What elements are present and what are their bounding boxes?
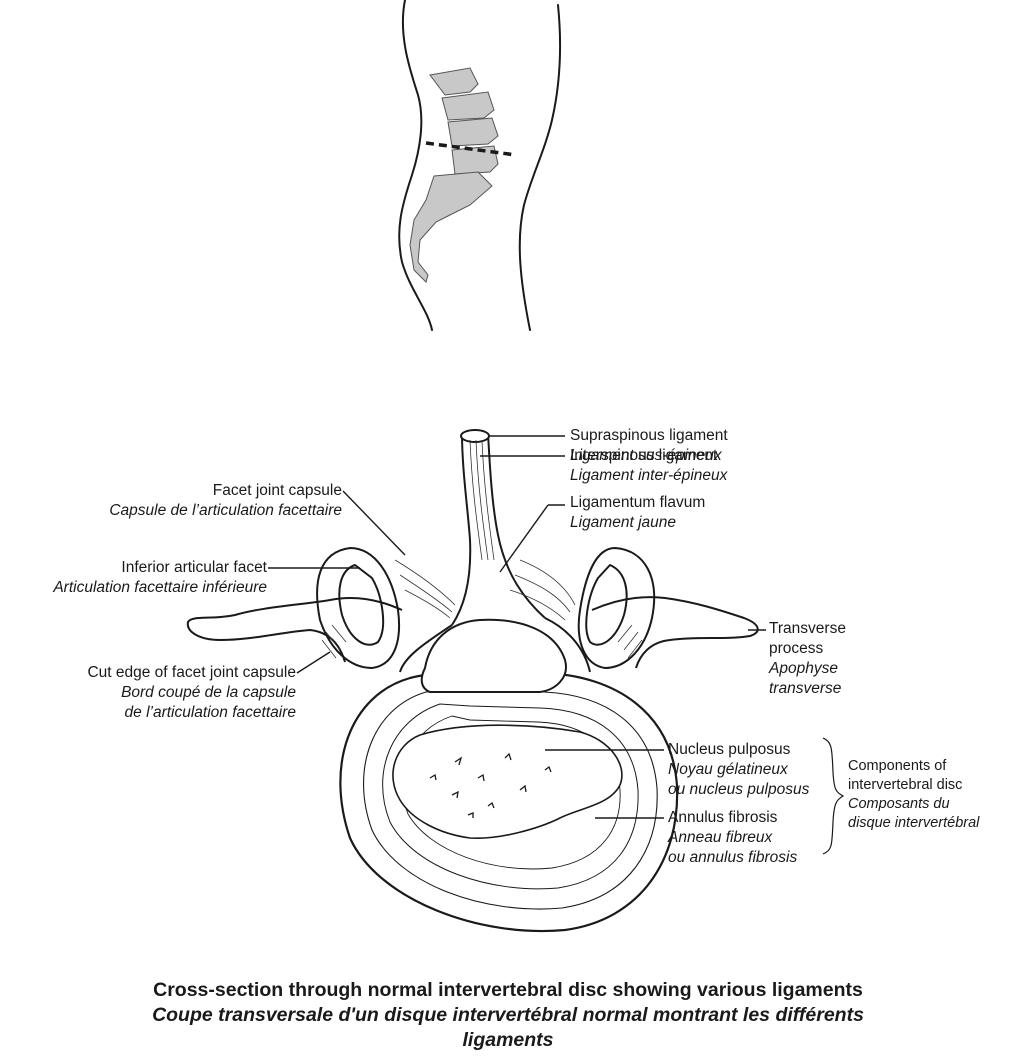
- label-inferior-articular-facet: Inferior articular facet Articulation fa…: [53, 558, 267, 598]
- label-cut-edge-facet-capsule: Cut edge of facet joint capsule Bord cou…: [87, 663, 296, 723]
- lumbar-spine-silhouette: [410, 68, 498, 282]
- transverse-en2: process: [769, 639, 846, 659]
- transverse-fr1: Apophyse: [769, 659, 846, 679]
- cut-edge-fr2: de l’articulation facettaire: [87, 703, 296, 723]
- label-nucleus-pulposus: Nucleus pulposus Noyau gélatineux ou nuc…: [668, 740, 809, 800]
- intervertebral-disc: [340, 673, 677, 931]
- right-articular-process: [579, 548, 654, 668]
- label-ligamentum-flavum: Ligamentum flavum Ligament jaune: [570, 493, 705, 533]
- annulus-fr1: Anneau fibreux: [668, 828, 797, 848]
- components-fr1: Composants du: [848, 795, 979, 814]
- label-annulus-fibrosis: Annulus fibrosis Anneau fibreux ou annul…: [668, 808, 797, 868]
- flavum-fr: Ligament jaune: [570, 513, 705, 533]
- caption-french-line1: Coupe transversale d'un disque intervert…: [0, 1003, 1016, 1028]
- component-braces: [823, 738, 843, 854]
- transverse-fr2: transverse: [769, 679, 846, 699]
- supraspinous-en: Supraspinous ligament: [570, 426, 728, 446]
- label-disc-components: Components of intervertebral disc Compos…: [848, 757, 979, 833]
- label-transverse-process: Transverse process Apophyse transverse: [769, 619, 846, 699]
- cut-edge-fr1: Bord coupé de la capsule: [87, 683, 296, 703]
- flavum-en: Ligamentum flavum: [570, 493, 705, 513]
- inferior-facet-en: Inferior articular facet: [53, 558, 267, 578]
- interspinous-fr: Ligament inter-épineux: [570, 466, 727, 486]
- caption-english: Cross-section through normal interverteb…: [0, 978, 1016, 1003]
- facet-capsule-en: Facet joint capsule: [109, 481, 342, 501]
- nucleus-pulposus: [393, 725, 622, 838]
- label-facet-joint-capsule: Facet joint capsule Capsule de l’articul…: [109, 481, 342, 521]
- cut-edge-en: Cut edge of facet joint capsule: [87, 663, 296, 683]
- components-fr2: disque intervertébral: [848, 814, 979, 833]
- caption-french-line2: ligaments: [0, 1028, 1016, 1053]
- label-interspinous-ligament: Interspinous ligament Ligament inter-épi…: [570, 446, 727, 486]
- interspinous-en: Interspinous ligament: [570, 446, 727, 466]
- figure-caption: Cross-section through normal interverteb…: [0, 978, 1016, 1053]
- components-en1: Components of: [848, 757, 979, 776]
- annulus-fr2: ou annulus fibrosis: [668, 848, 797, 868]
- left-transverse-process: [188, 598, 402, 662]
- nucleus-fr1: Noyau gélatineux: [668, 760, 809, 780]
- nucleus-fr2: ou nucleus pulposus: [668, 780, 809, 800]
- transverse-en1: Transverse: [769, 619, 846, 639]
- annulus-en: Annulus fibrosis: [668, 808, 797, 828]
- inferior-facet-fr: Articulation facettaire inférieure: [53, 578, 267, 598]
- components-en2: intervertebral disc: [848, 776, 979, 795]
- nucleus-en: Nucleus pulposus: [668, 740, 809, 760]
- facet-capsule-fr: Capsule de l’articulation facettaire: [109, 501, 342, 521]
